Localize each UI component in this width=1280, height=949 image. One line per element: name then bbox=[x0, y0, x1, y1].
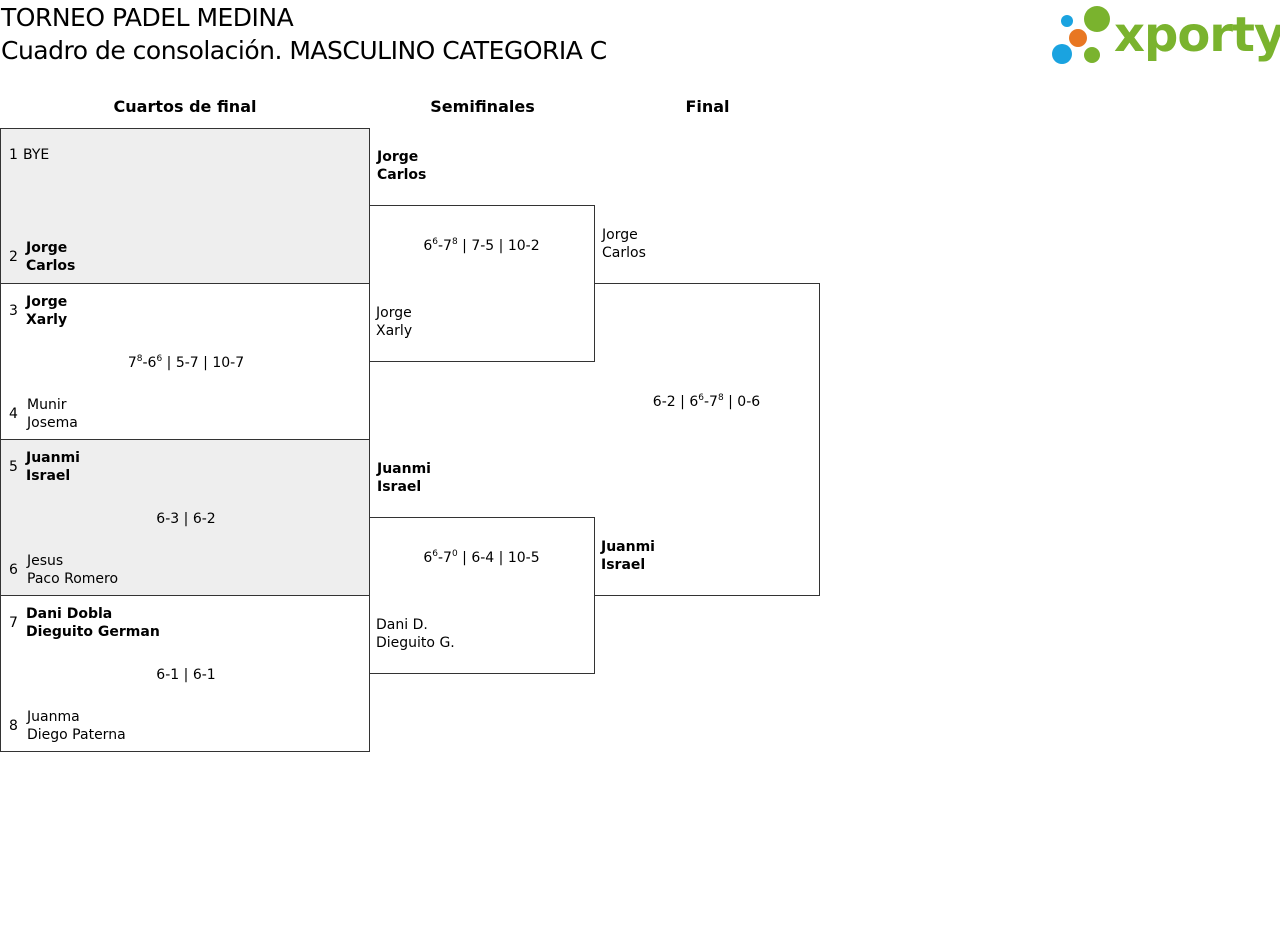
player-name: Jorge bbox=[377, 149, 419, 165]
team-slot: BYE bbox=[23, 146, 49, 164]
xporty-logo[interactable]: xporty bbox=[1052, 5, 1280, 65]
match-score: 6-1 | 6-1 bbox=[156, 667, 216, 683]
team-slot: Juanmi Israel bbox=[601, 538, 655, 574]
team-slot: Jorge Xarly bbox=[26, 293, 67, 329]
team-slot: Dani Dobla Dieguito German bbox=[26, 605, 160, 641]
team-slot: Juanma Diego Paterna bbox=[27, 708, 126, 744]
quarterfinal-match-2: 3 Jorge Xarly 78-66 | 5-7 | 10-7 4 Munir… bbox=[0, 283, 370, 440]
quarterfinal-match-1: 1 BYE 2 Jorge Carlos bbox=[0, 128, 370, 284]
seed-number: 7 bbox=[9, 615, 18, 631]
player-name: BYE bbox=[23, 147, 50, 163]
player-name: Israel bbox=[377, 479, 422, 495]
player-name: Josema bbox=[27, 415, 78, 431]
player-name: Carlos bbox=[602, 245, 646, 261]
quarterfinal-match-4: 7 Dani Dobla Dieguito German 6-1 | 6-1 8… bbox=[0, 595, 370, 752]
player-name: Dieguito German bbox=[26, 624, 160, 640]
match-score: 66-70 | 6-4 | 10-5 bbox=[423, 549, 540, 567]
team-slot: Jorge Carlos bbox=[377, 148, 426, 184]
player-name: Paco Romero bbox=[27, 571, 119, 587]
seed-number: 1 bbox=[9, 147, 18, 163]
logo-text: xporty bbox=[1114, 7, 1280, 63]
team-slot: Jesus Paco Romero bbox=[27, 552, 118, 588]
quarterfinal-match-3: 5 Juanmi Israel 6-3 | 6-2 6 Jesus Paco R… bbox=[0, 439, 370, 596]
player-name: Juanmi bbox=[377, 461, 431, 477]
team-slot: Dani D. Dieguito G. bbox=[376, 616, 455, 652]
player-name: Carlos bbox=[26, 258, 76, 274]
player-name: Israel bbox=[601, 557, 646, 573]
round-label-final: Final bbox=[685, 97, 730, 116]
seed-number: 4 bbox=[9, 406, 18, 422]
draw-subtitle: Cuadro de consolación. MASCULINO CATEGOR… bbox=[1, 36, 607, 65]
team-slot: Jorge Carlos bbox=[602, 226, 646, 262]
team-slot: Munir Josema bbox=[27, 396, 78, 432]
player-name: Dani D. bbox=[376, 617, 428, 633]
semifinal-match-2: 66-70 | 6-4 | 10-5 Dani D. Dieguito G. bbox=[369, 517, 595, 674]
player-name: Juanmi bbox=[601, 539, 655, 555]
player-name: Jorge bbox=[602, 227, 638, 243]
player-name: Dieguito G. bbox=[376, 635, 455, 651]
player-name: Diego Paterna bbox=[27, 727, 126, 743]
player-name: Dani Dobla bbox=[26, 606, 113, 622]
player-name: Munir bbox=[27, 397, 67, 413]
player-name: Carlos bbox=[377, 167, 427, 183]
player-name: Juanma bbox=[27, 709, 80, 725]
player-name: Juanmi bbox=[26, 450, 80, 466]
tournament-title: TORNEO PADEL MEDINA bbox=[1, 3, 294, 32]
player-name: Jorge bbox=[26, 240, 68, 256]
seed-number: 8 bbox=[9, 718, 18, 734]
seed-number: 5 bbox=[9, 459, 18, 475]
seed-number: 6 bbox=[9, 562, 18, 578]
team-slot: Juanmi Israel bbox=[26, 449, 80, 485]
player-name: Xarly bbox=[26, 312, 68, 328]
seed-number: 2 bbox=[9, 249, 18, 265]
player-name: Jesus bbox=[27, 553, 64, 569]
player-name: Jorge bbox=[376, 305, 412, 321]
seed-number: 3 bbox=[9, 303, 18, 319]
match-score: 66-78 | 7-5 | 10-2 bbox=[423, 237, 540, 255]
round-label-quarterfinals: Cuartos de final bbox=[113, 97, 257, 116]
team-slot: Jorge Xarly bbox=[376, 304, 412, 340]
player-name: Israel bbox=[26, 468, 71, 484]
match-score: 6-3 | 6-2 bbox=[156, 511, 216, 527]
xporty-dots-icon bbox=[1052, 6, 1110, 64]
team-slot: Juanmi Israel bbox=[377, 460, 431, 496]
round-label-semifinals: Semifinales bbox=[430, 97, 535, 116]
match-score: 6-2 | 66-78 | 0-6 bbox=[652, 393, 761, 411]
player-name: Xarly bbox=[376, 323, 413, 339]
match-score: 78-66 | 5-7 | 10-7 bbox=[127, 354, 245, 372]
semifinal-match-1: 66-78 | 7-5 | 10-2 Jorge Xarly bbox=[369, 205, 595, 362]
player-name: Jorge bbox=[26, 294, 68, 310]
team-slot: Jorge Carlos bbox=[26, 239, 75, 275]
final-match: 6-2 | 66-78 | 0-6 Juanmi Israel bbox=[594, 283, 820, 596]
